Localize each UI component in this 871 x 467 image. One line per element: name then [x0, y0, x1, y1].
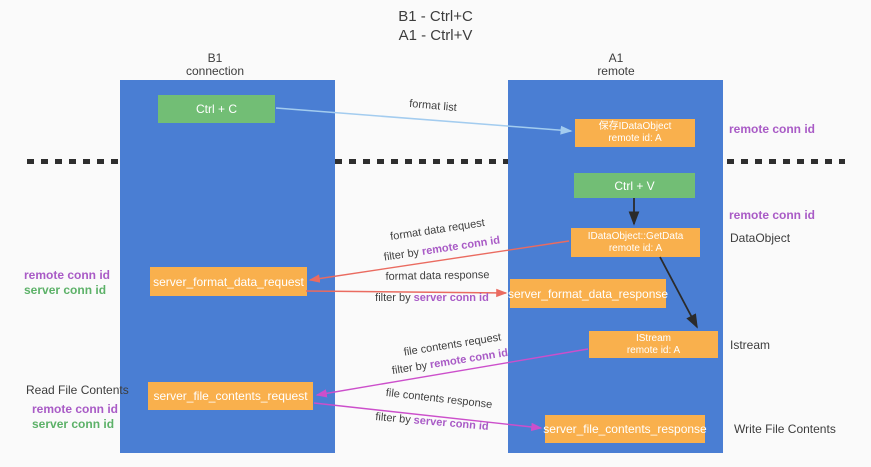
label-dataobject: DataObject: [730, 231, 791, 245]
node-save-dataobject-line1: 保存IDataObject: [598, 121, 672, 132]
filter-value-server-conn-id: server conn id: [413, 414, 490, 433]
column-a1-role: remote: [597, 64, 635, 78]
title-line-1: B1 - Ctrl+C: [398, 8, 473, 25]
label-remote-conn-id-left-1: remote conn id: [24, 268, 111, 282]
label-read-file-contents: Read File Contents: [26, 383, 129, 397]
node-getdata-line1: IDataObject::GetData: [587, 230, 684, 242]
column-header-b1: B1 connection: [145, 52, 285, 78]
filter-value-server-conn-id: server conn id: [413, 292, 489, 304]
node-ctrl-c: Ctrl + C: [158, 95, 275, 123]
node-server-file-contents-request: server_file_contents_request: [148, 382, 313, 410]
edge-label-format-data-response: format data response: [385, 269, 490, 283]
node-getdata-line2: remote id: A: [608, 242, 663, 254]
label-server-conn-id-left-1: server conn id: [24, 283, 107, 297]
column-b1-role: connection: [185, 64, 245, 78]
label-istream: Istream: [730, 338, 771, 352]
label-remote-conn-id-top-right: remote conn id: [729, 122, 816, 136]
node-server-file-contents-response-label: server_file_contents_response: [543, 422, 707, 436]
node-server-format-data-request-label: server_format_data_request: [153, 274, 304, 289]
edge-label-file-contents-response: file contents response: [385, 386, 493, 412]
column-a1-name: A1: [608, 51, 624, 65]
node-idataobject-getdata: IDataObject::GetData remote id: A: [571, 228, 700, 257]
node-server-file-contents-response: server_file_contents_response: [543, 415, 707, 443]
node-istream-line2: remote id: A: [626, 344, 681, 356]
filter-by-prefix: filter by: [375, 292, 411, 304]
node-ctrl-v: Ctrl + V: [574, 173, 695, 198]
node-istream: IStream remote id: A: [589, 331, 718, 358]
column-b1-name: B1: [207, 51, 223, 65]
node-server-file-contents-request-label: server_file_contents_request: [153, 389, 308, 403]
node-save-dataobject-line2: remote id: A: [608, 133, 662, 144]
filter-by-prefix: filter by: [374, 411, 412, 427]
edge-label-format-list: format list: [408, 97, 458, 115]
label-server-conn-id-left-2: server conn id: [32, 417, 115, 431]
node-server-format-data-request: server_format_data_request: [150, 267, 307, 296]
node-ctrl-c-label: Ctrl + C: [195, 102, 237, 116]
node-server-format-data-response: server_format_data_response: [507, 279, 669, 308]
diagram-title: B1 - Ctrl+C A1 - Ctrl+V: [0, 7, 871, 45]
label-remote-conn-id-mid-right: remote conn id: [729, 208, 816, 222]
label-remote-conn-id-left-2: remote conn id: [32, 402, 119, 416]
filter-value-remote-conn-id: remote conn id: [421, 234, 501, 258]
node-server-format-data-response-label: server_format_data_response: [507, 286, 669, 301]
node-ctrl-v-label: Ctrl + V: [614, 178, 655, 193]
node-istream-line1: IStream: [635, 332, 671, 344]
filter-by-prefix: filter by: [391, 359, 429, 378]
filter-by-prefix: filter by: [383, 246, 420, 264]
node-save-dataobject: 保存IDataObject remote id: A: [575, 119, 695, 147]
title-line-2: A1 - Ctrl+V: [398, 27, 473, 44]
label-write-file-contents: Write File Contents: [734, 422, 836, 436]
phase-separator-dashed-line: [27, 159, 845, 164]
column-header-a1: A1 remote: [546, 52, 686, 78]
